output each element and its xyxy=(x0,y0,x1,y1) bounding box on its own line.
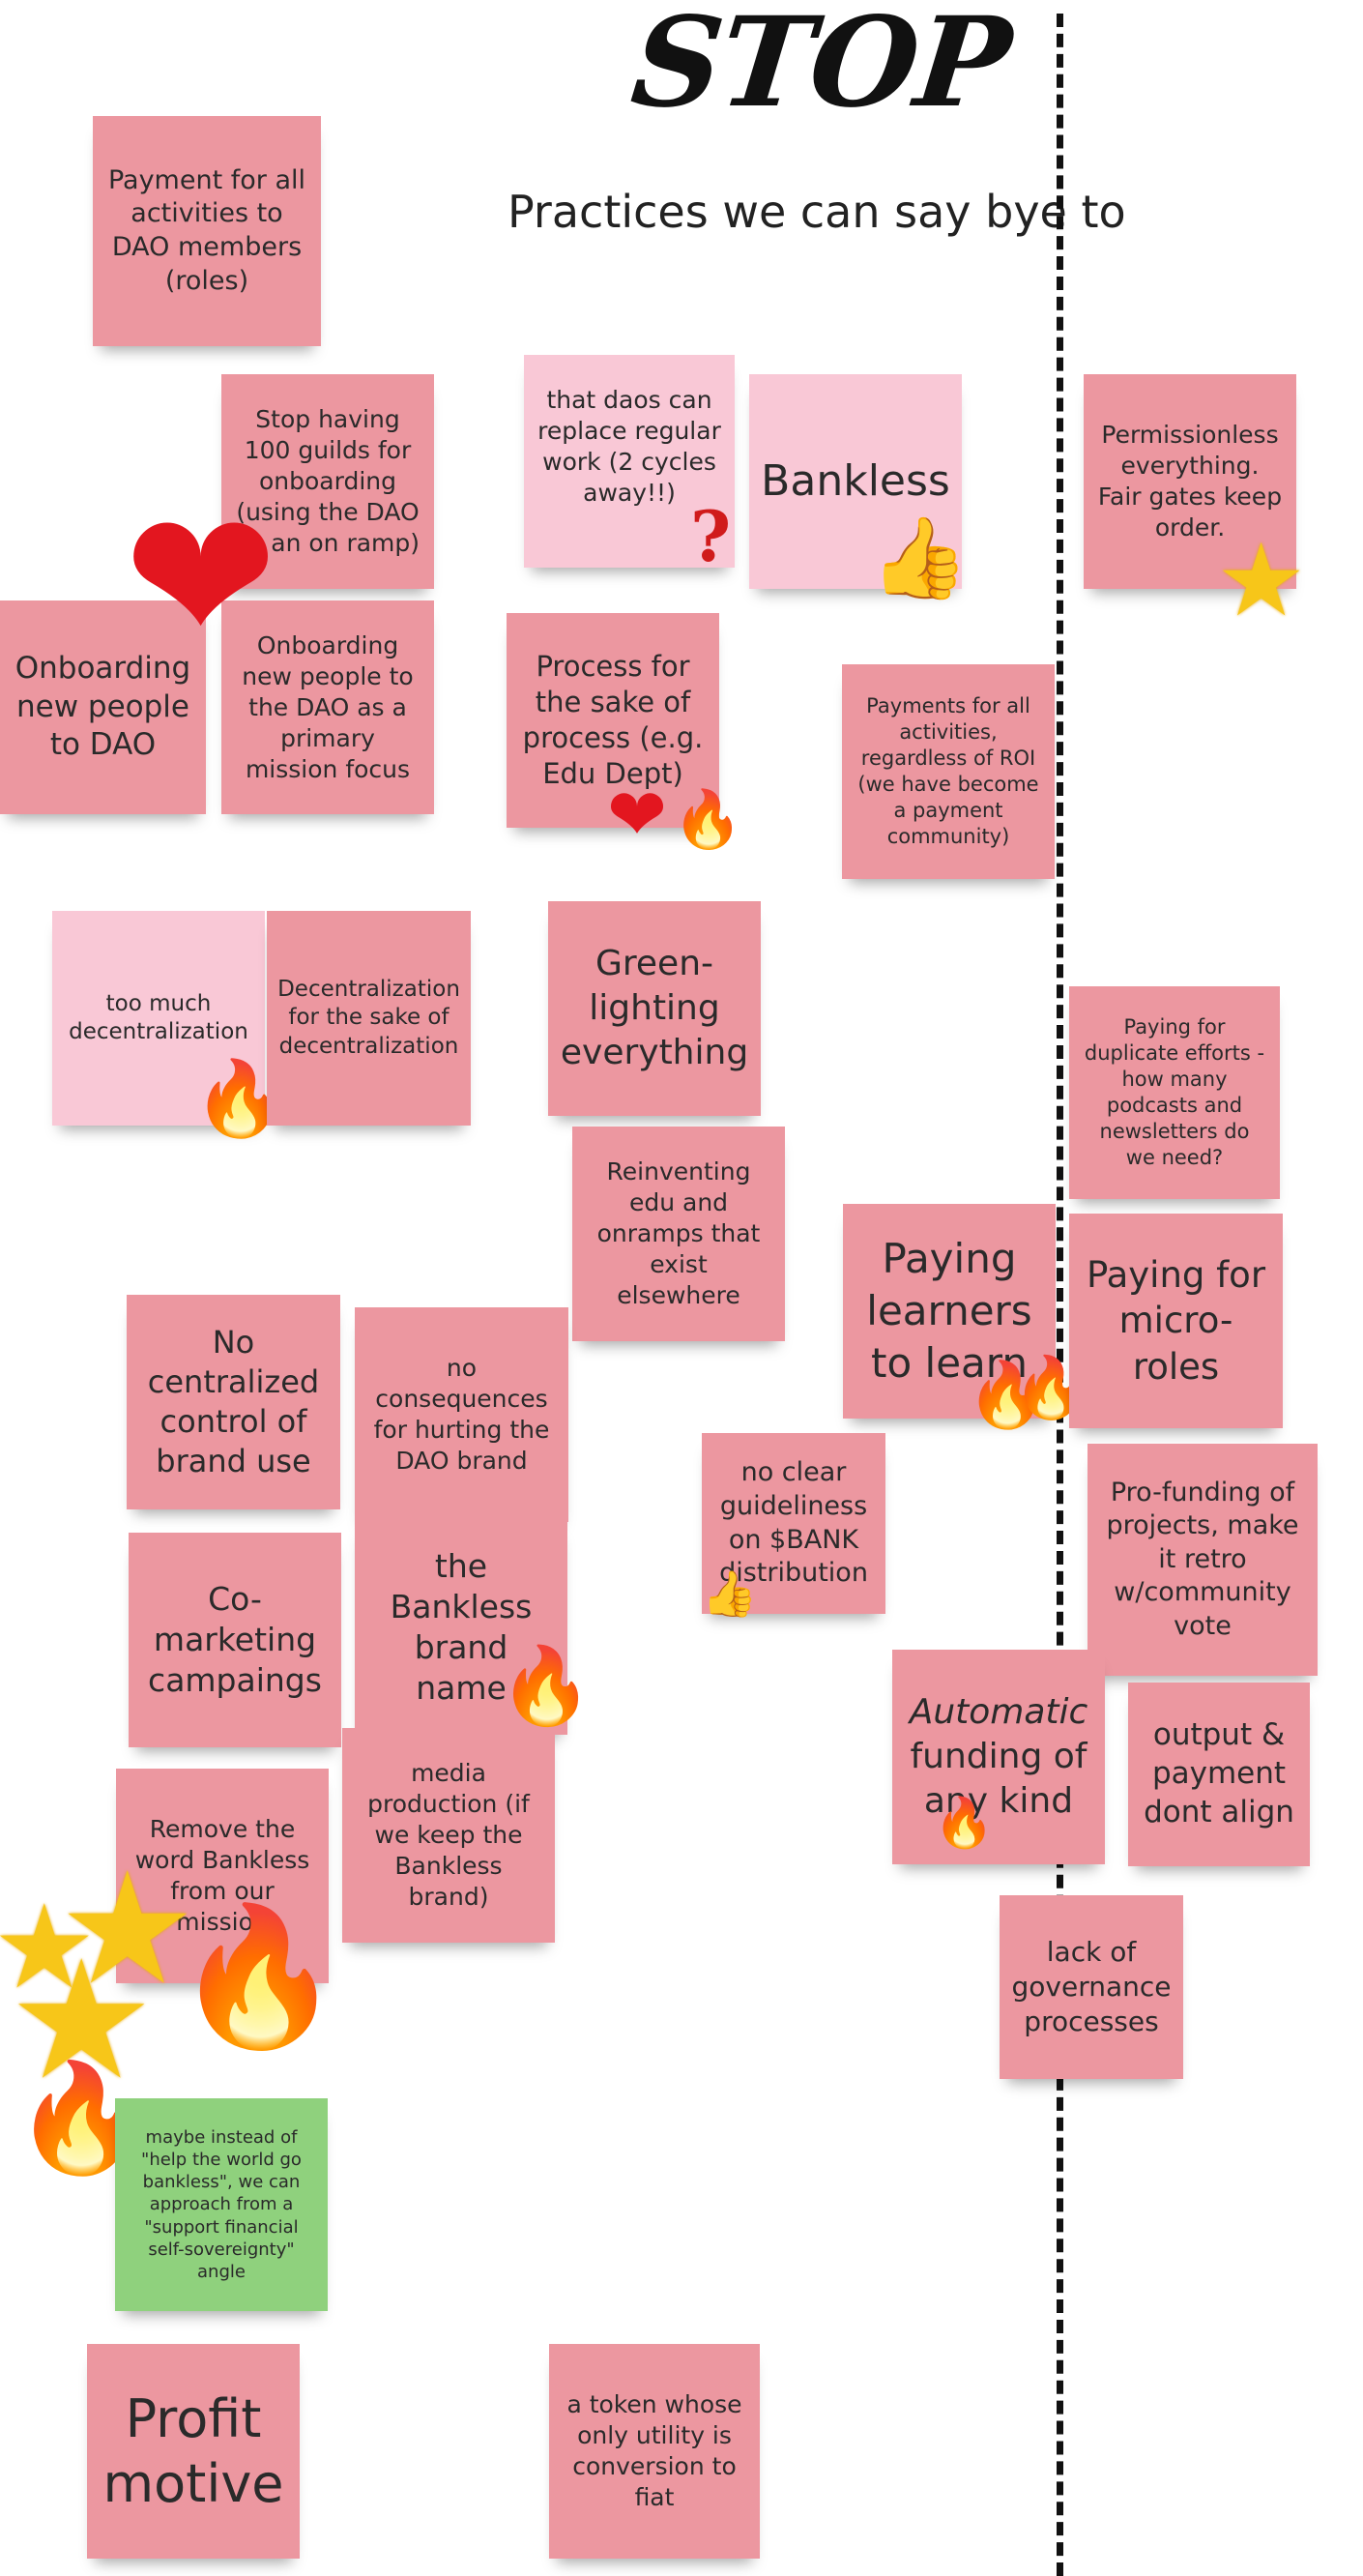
sticky-note[interactable]: No centralized control of brand use xyxy=(127,1295,340,1509)
sticky-note[interactable]: no consequences for hurting the DAO bran… xyxy=(355,1307,568,1522)
note-rest: funding of any kind xyxy=(910,1736,1088,1822)
board-subtitle: Practices we can say bye to xyxy=(508,186,1126,238)
sticky-note[interactable]: lack of governance processes xyxy=(1000,1895,1183,2079)
sticky-note[interactable]: Payments for all activities, regardless … xyxy=(842,664,1055,879)
heart-icon: ❤ xyxy=(124,471,278,685)
sticky-note[interactable]: Permissionless everything. Fair gates ke… xyxy=(1084,374,1296,589)
sticky-note[interactable]: too much decentralization xyxy=(52,911,265,1126)
sticky-note[interactable]: Payment for all activities to DAO member… xyxy=(93,116,321,346)
thumbs-up-icon: 👍 xyxy=(870,512,970,604)
sticky-note[interactable]: no clear guideliness on $BANK distributi… xyxy=(702,1433,885,1614)
heart-icon: ❤ xyxy=(607,774,668,857)
sticky-note[interactable]: Profit motive xyxy=(87,2344,300,2559)
sticky-note[interactable]: Paying for micro-roles xyxy=(1069,1214,1283,1428)
sticky-note[interactable]: Automatic funding of any kind xyxy=(892,1650,1105,1864)
sticky-note[interactable]: Process for the sake of process (e.g. Ed… xyxy=(507,613,719,828)
sticky-note[interactable]: Stop having 100 guilds for onboarding (u… xyxy=(221,374,434,589)
sticky-note[interactable]: Paying for duplicate efforts - how many … xyxy=(1069,986,1280,1199)
sticky-note[interactable]: the Bankless brand name xyxy=(355,1520,567,1735)
fire-icon: 🔥 xyxy=(499,1643,594,1730)
sticky-note[interactable]: media production (if we keep the Bankles… xyxy=(342,1728,555,1943)
sticky-note[interactable]: Remove the word Bankless from our missio… xyxy=(116,1769,329,1983)
sticky-note[interactable]: Paying learners to learn xyxy=(843,1204,1056,1419)
sticky-note[interactable]: a token whose only utility is conversion… xyxy=(549,2344,760,2559)
sticky-note[interactable]: Green-lighting everything xyxy=(548,901,761,1116)
note-emphasis: Automatic xyxy=(909,1691,1088,1732)
star-icon: ★ xyxy=(58,1838,197,2019)
fire-icon: 🔥 xyxy=(934,1795,995,1851)
sticky-note[interactable]: Decentralization for the sake of decentr… xyxy=(267,911,471,1126)
sticky-note[interactable]: Onboarding new people to the DAO as a pr… xyxy=(221,600,434,814)
fire-icon: 🔥 xyxy=(967,1358,1047,1432)
sticky-note[interactable]: Bankless xyxy=(749,374,962,589)
sticky-note[interactable]: Onboarding new people to DAO xyxy=(0,600,206,814)
star-icon: ★ xyxy=(8,1925,156,2117)
sticky-note[interactable]: Reinventing edu and onramps that exist e… xyxy=(572,1127,785,1341)
sticky-note[interactable]: Co-marketing campaings xyxy=(129,1533,341,1747)
fire-icon: 🔥 xyxy=(673,786,743,852)
sticky-note[interactable]: output & payment dont align xyxy=(1128,1683,1310,1866)
question-icon: ? xyxy=(690,495,732,577)
sticky-note[interactable]: Pro-funding of projects, make it retro w… xyxy=(1088,1444,1318,1676)
divider-line xyxy=(1057,14,1063,2576)
sticky-note[interactable]: that daos can replace regular work (2 cy… xyxy=(524,355,735,568)
thumbs-up-icon: 👍 xyxy=(702,1567,758,1620)
note-text: Automatic funding of any kind xyxy=(906,1690,1091,1824)
sticky-note[interactable]: maybe instead of "help the world go bank… xyxy=(115,2098,328,2311)
board-title: STOP xyxy=(625,0,1016,135)
star-icon: ★ xyxy=(0,1881,97,2015)
fire-icon: 🔥 xyxy=(174,1898,343,2056)
star-icon: ★ xyxy=(1216,521,1307,639)
